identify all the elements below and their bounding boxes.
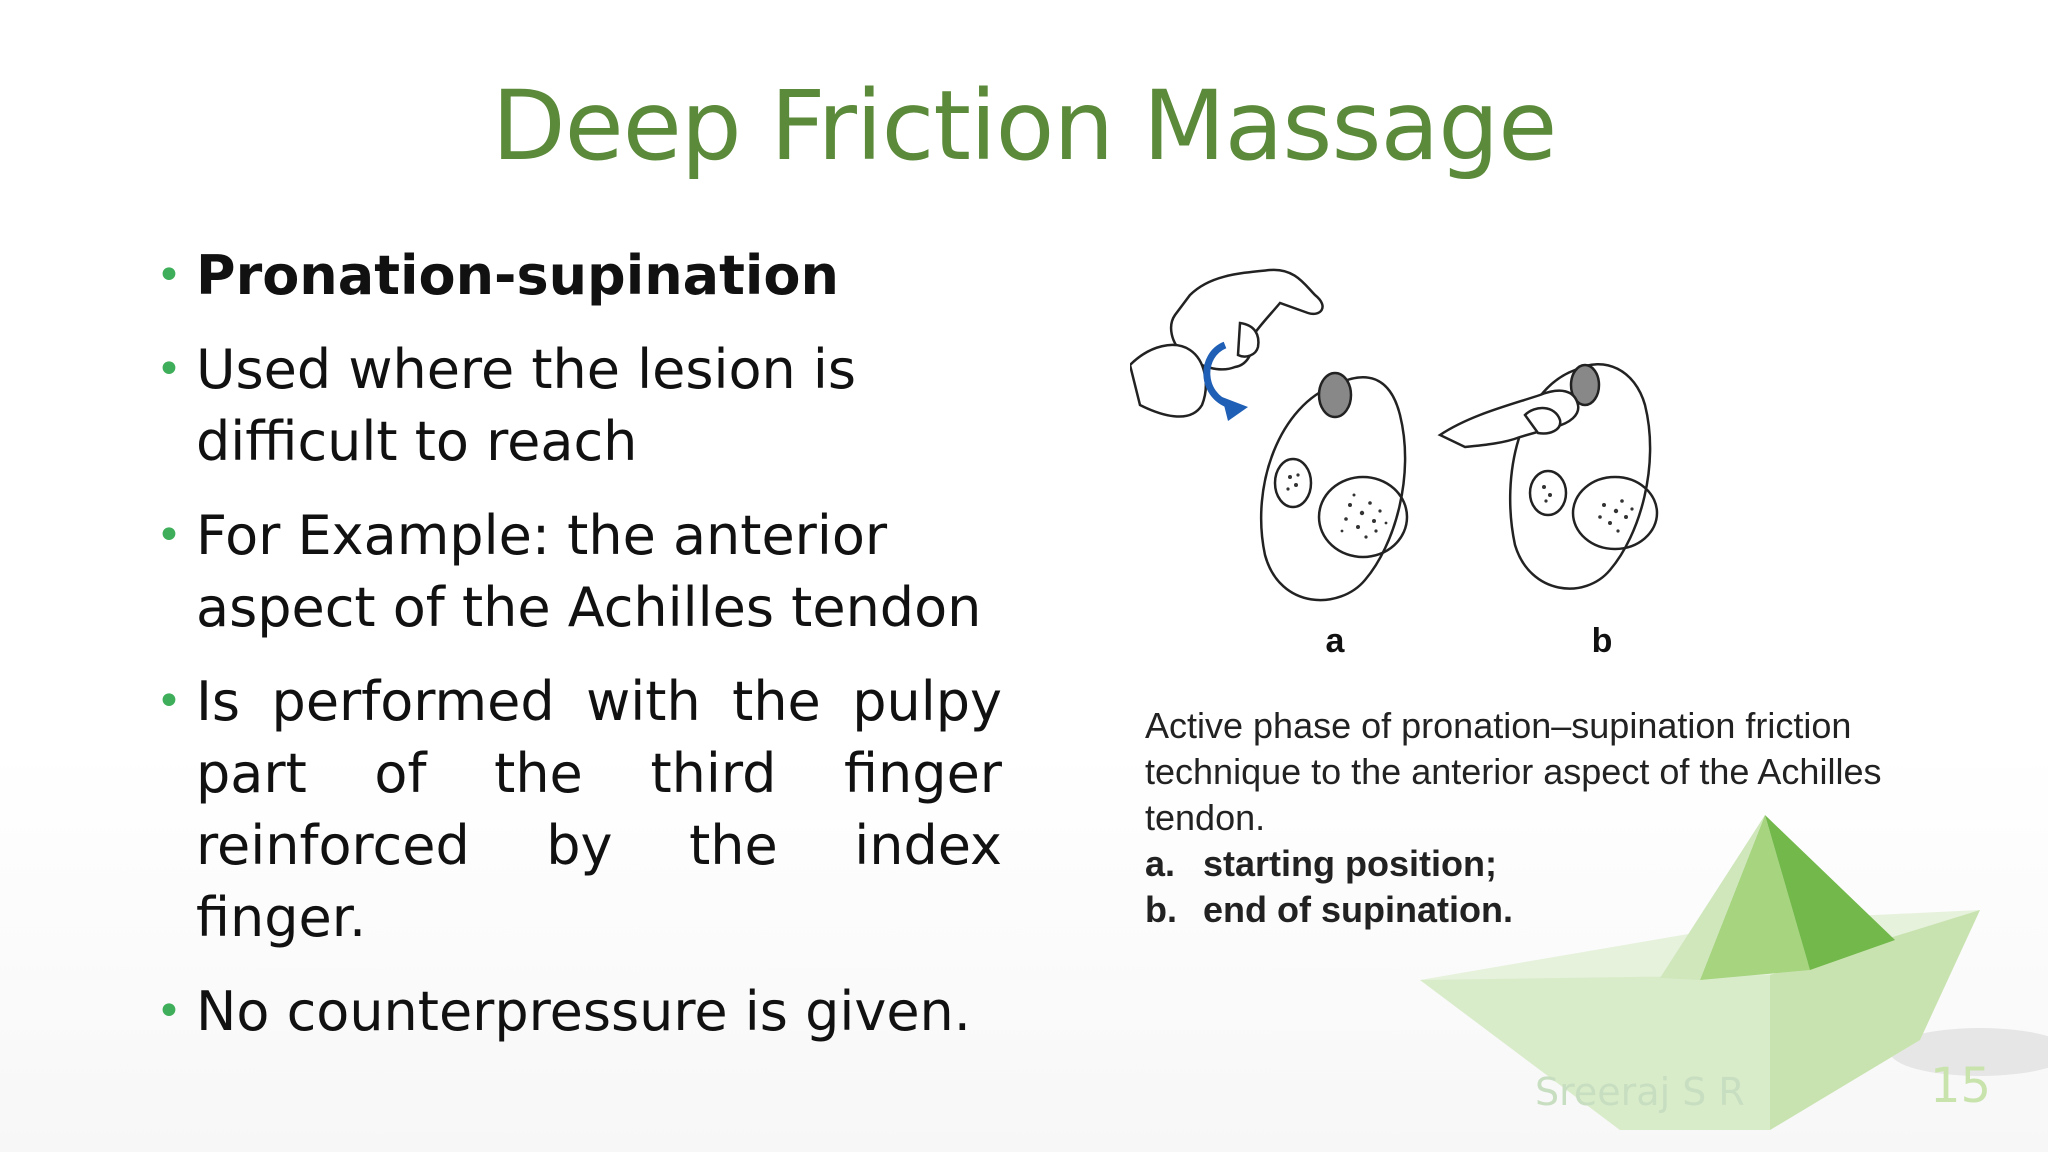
author-name: Sreeraj S R xyxy=(1535,1070,1745,1114)
stipple-a xyxy=(1286,473,1388,539)
caption-item-text: starting position; xyxy=(1203,843,1497,884)
bullet-dot-icon: • xyxy=(156,510,182,561)
stipple-b xyxy=(1542,485,1634,533)
cross-section-a xyxy=(1259,371,1409,602)
boat-sail-back xyxy=(1765,815,1895,970)
rotation-arrow-icon xyxy=(1203,341,1248,421)
hand-b xyxy=(1437,389,1580,449)
boat-shadow xyxy=(1890,1028,2048,1076)
boat-hull-left xyxy=(1420,975,1770,1130)
bullet-text: Pronation-supination xyxy=(196,244,839,307)
bullet-dot-icon: • xyxy=(156,344,182,395)
bullet-item: • Used where the lesion is difficult to … xyxy=(152,334,1002,478)
caption-item: a. starting position; xyxy=(1145,841,1925,887)
paper-boat-decoration xyxy=(1420,815,2048,1130)
bullet-text: No counterpressure is given. xyxy=(196,980,971,1043)
caption-item: b. end of supination. xyxy=(1145,887,1925,933)
bullet-dot-icon: • xyxy=(156,250,182,301)
hand-a xyxy=(1130,268,1324,418)
bullet-list: • Pronation-supination • Used where the … xyxy=(152,240,1002,1070)
bullet-dot-icon: • xyxy=(156,676,182,727)
bullet-dot-icon: • xyxy=(156,986,182,1037)
figure-label-b: b xyxy=(1592,622,1613,660)
tendon-friction-illustration: a b xyxy=(1130,268,1659,660)
bullet-item: • For Example: the anterior aspect of th… xyxy=(152,500,1002,644)
bullet-text: Used where the lesion is difficult to re… xyxy=(196,338,857,473)
slide-title: Deep Friction Massage xyxy=(491,70,1558,182)
bullet-text: Is performed with the pulpy part of the … xyxy=(196,670,1002,949)
caption-text: Active phase of pronation–supination fri… xyxy=(1145,705,1882,838)
caption-item-key: a. xyxy=(1145,843,1176,884)
page-number: 15 xyxy=(1930,1058,1992,1114)
figure-label-a: a xyxy=(1326,622,1346,660)
boat-sail-front xyxy=(1700,815,1810,980)
figure-caption: Active phase of pronation–supination fri… xyxy=(1145,703,1925,933)
bullet-item: • No counterpressure is given. xyxy=(152,976,1002,1048)
bullet-item: • Pronation-supination xyxy=(152,240,1002,312)
bullet-item: • Is performed with the pulpy part of th… xyxy=(152,666,1002,954)
bullet-text: For Example: the anterior aspect of the … xyxy=(196,504,982,639)
caption-item-key: b. xyxy=(1145,889,1177,930)
caption-item-text: end of supination. xyxy=(1203,889,1513,930)
boat-sail-side xyxy=(1660,815,1765,980)
